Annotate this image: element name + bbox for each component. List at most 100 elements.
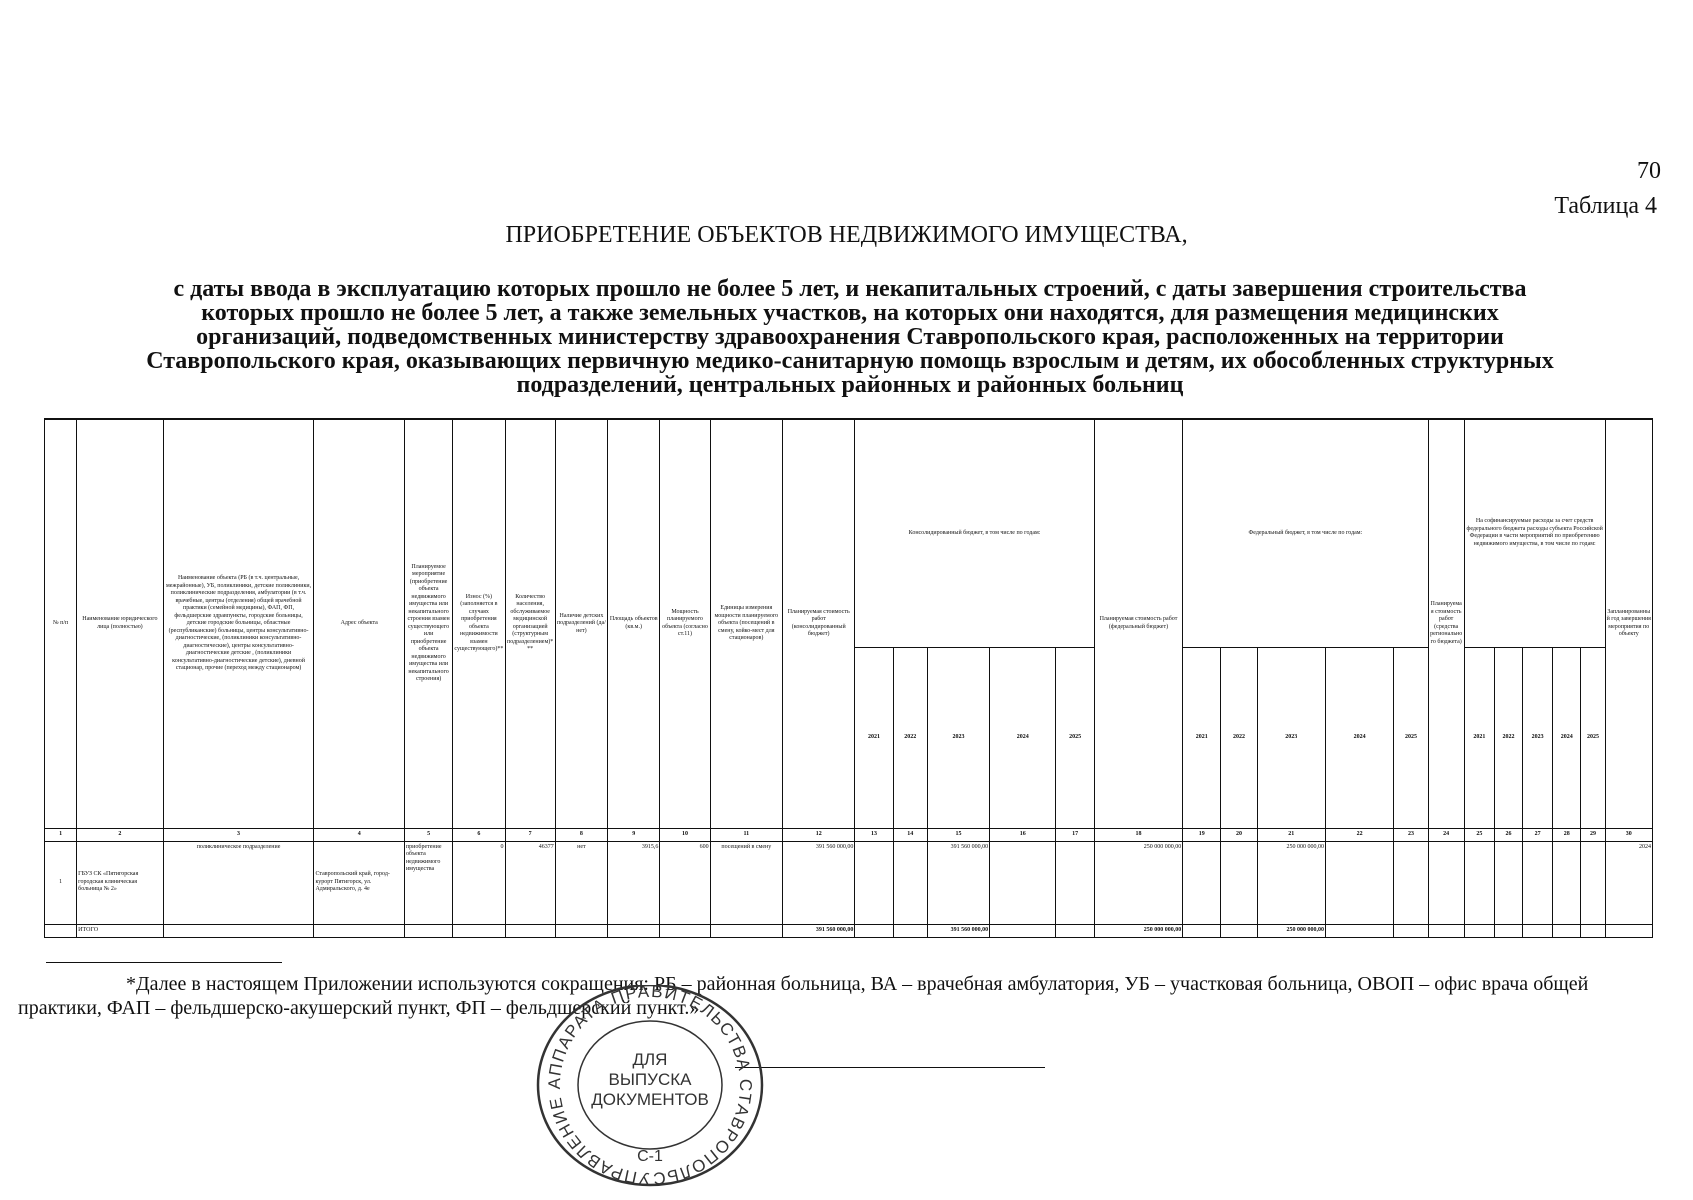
col-number: 21 [1256, 827, 1326, 842]
row-number: 1 [43, 840, 78, 925]
year-2022: 2022 [892, 646, 928, 829]
total-cell-empty [989, 923, 1057, 938]
total-cell-empty [1427, 923, 1465, 938]
row-cell-empty [1427, 840, 1465, 925]
total-cell-empty [1580, 923, 1606, 938]
year-2024: 2024 [1324, 646, 1395, 829]
col-number: 12 [781, 827, 856, 842]
col-number: 3 [162, 827, 315, 842]
col-number: 29 [1580, 827, 1606, 842]
row-cell-empty [854, 840, 894, 925]
real-estate-table: № п/п Наименование юридического лица (по… [43, 418, 1654, 938]
year-2025: 2025 [1055, 646, 1095, 829]
col-number: 28 [1552, 827, 1582, 842]
header-area: Площадь объектов (кв.м.) [607, 418, 661, 829]
col-number: 7 [504, 827, 556, 842]
total-cell-empty [43, 923, 78, 938]
col-number: 19 [1182, 827, 1222, 842]
row-cell-empty [1055, 840, 1095, 925]
header-capacity: Мощность планируемого объекта (согласно … [659, 418, 711, 829]
col-number: 24 [1427, 827, 1465, 842]
subtitle-line: организаций, подведомственных министерст… [196, 324, 1504, 350]
col-number: 18 [1093, 827, 1184, 842]
stamp-center-line: ВЫПУСКА [609, 1070, 693, 1089]
total-cell-empty [1055, 923, 1095, 938]
subtitle-line: с даты ввода в эксплуатацию которых прош… [173, 276, 1527, 302]
total-cell-empty [162, 923, 315, 938]
row-cost-consolidated: 391 560 000,00 [781, 840, 856, 925]
col-number: 1 [43, 827, 78, 842]
total-row: ИТОГО 391 560 000,00 391 560 000,00 250 … [43, 923, 1654, 938]
total-consolidated-2023: 391 560 000,00 [926, 923, 991, 938]
document-title: ПРИОБРЕТЕНИЕ ОБЪЕКТОВ НЕДВИЖИМОГО ИМУЩЕС… [505, 222, 1188, 248]
total-cell-empty [659, 923, 711, 938]
total-cell-empty [892, 923, 928, 938]
col-number: 4 [313, 827, 405, 842]
header-object: Наименование объекта (РБ (в т.ч. централ… [162, 418, 315, 829]
col-number: 30 [1604, 827, 1654, 842]
row-organization: ГБУЗ СК «Пятигорская городская клиническ… [76, 840, 164, 925]
total-cell-empty [313, 923, 405, 938]
header-units: Единицы измерения мощности планируемого … [709, 418, 784, 829]
col-number: 15 [926, 827, 991, 842]
row-address: Ставропольский край, город-курорт Пятиго… [313, 840, 405, 925]
total-cell-empty [554, 923, 609, 938]
row-cell-empty [989, 840, 1057, 925]
footnote-divider [46, 962, 282, 963]
row-consolidated-2023: 391 560 000,00 [926, 840, 991, 925]
total-cell-empty [1522, 923, 1554, 938]
total-cell-empty [403, 923, 454, 938]
row-capacity: 600 [659, 840, 711, 925]
total-cell-empty [1604, 923, 1654, 938]
col-number: 22 [1324, 827, 1395, 842]
year-2021: 2021 [854, 646, 894, 829]
row-wear: 0 [452, 840, 506, 925]
page-number: 70 [1637, 158, 1661, 184]
total-cost-federal: 250 000 000,00 [1093, 923, 1184, 938]
row-population: 46377 [504, 840, 556, 925]
header-cost-regional: Планируемая стоимость работ (средства ре… [1427, 418, 1465, 829]
signature-line [735, 1067, 1045, 1068]
header-cost-federal: Планируемая стоимость работ (федеральный… [1093, 418, 1184, 829]
header-population: Количество населения, обслуживаемое меди… [504, 418, 556, 829]
row-cell-empty [1493, 840, 1524, 925]
year-2024: 2024 [989, 646, 1057, 829]
header-cost-consolidated: Планируемая стоимость работ (консолидиро… [781, 418, 856, 829]
col-number: 13 [854, 827, 894, 842]
year-2024: 2024 [1552, 646, 1582, 829]
col-number: 26 [1493, 827, 1524, 842]
stamp-center-line: ДОКУМЕНТОВ [591, 1090, 709, 1109]
row-cell-empty [1324, 840, 1395, 925]
row-cell-empty [1463, 840, 1495, 925]
header-year-end: Запланированный год завершения мероприят… [1604, 418, 1654, 829]
row-year-end: 2024 [1604, 840, 1654, 925]
header-org: Наименование юридического лица (полность… [76, 418, 164, 829]
col-number: 11 [709, 827, 784, 842]
col-number: 23 [1393, 827, 1429, 842]
column-numbers-row: 1 2 3 4 5 6 7 8 9 10 11 12 13 14 15 16 1… [43, 827, 1654, 842]
row-area: 3915,6 [607, 840, 661, 925]
year-2021: 2021 [1182, 646, 1222, 829]
col-number: 25 [1463, 827, 1495, 842]
total-cell-empty [452, 923, 506, 938]
header-consolidated-years: Консолидированный бюджет, в том числе по… [854, 418, 1095, 648]
row-object: поликлиническое подразделение [162, 840, 315, 925]
col-number: 9 [607, 827, 661, 842]
table-number: Таблица 4 [1554, 193, 1657, 219]
document-subtitle: с даты ввода в эксплуатацию которых прош… [50, 277, 1650, 397]
year-2025: 2025 [1580, 646, 1606, 829]
header-num: № п/п [43, 418, 78, 829]
subtitle-line: подразделений, центральных районных и ра… [516, 372, 1184, 398]
header-measure: Планируемое мероприятие (приобретение об… [403, 418, 454, 829]
year-2023: 2023 [1522, 646, 1554, 829]
stamp-center-line: ДЛЯ [633, 1050, 668, 1069]
header-children: Наличие детских подразделений (да/нет) [554, 418, 609, 829]
total-cell-empty [1220, 923, 1258, 938]
total-cell-empty [1182, 923, 1222, 938]
row-cell-empty [1182, 840, 1222, 925]
col-number: 14 [892, 827, 928, 842]
row-children: нет [554, 840, 609, 925]
row-cell-empty [1220, 840, 1258, 925]
row-cell-empty [892, 840, 928, 925]
year-2025: 2025 [1393, 646, 1429, 829]
